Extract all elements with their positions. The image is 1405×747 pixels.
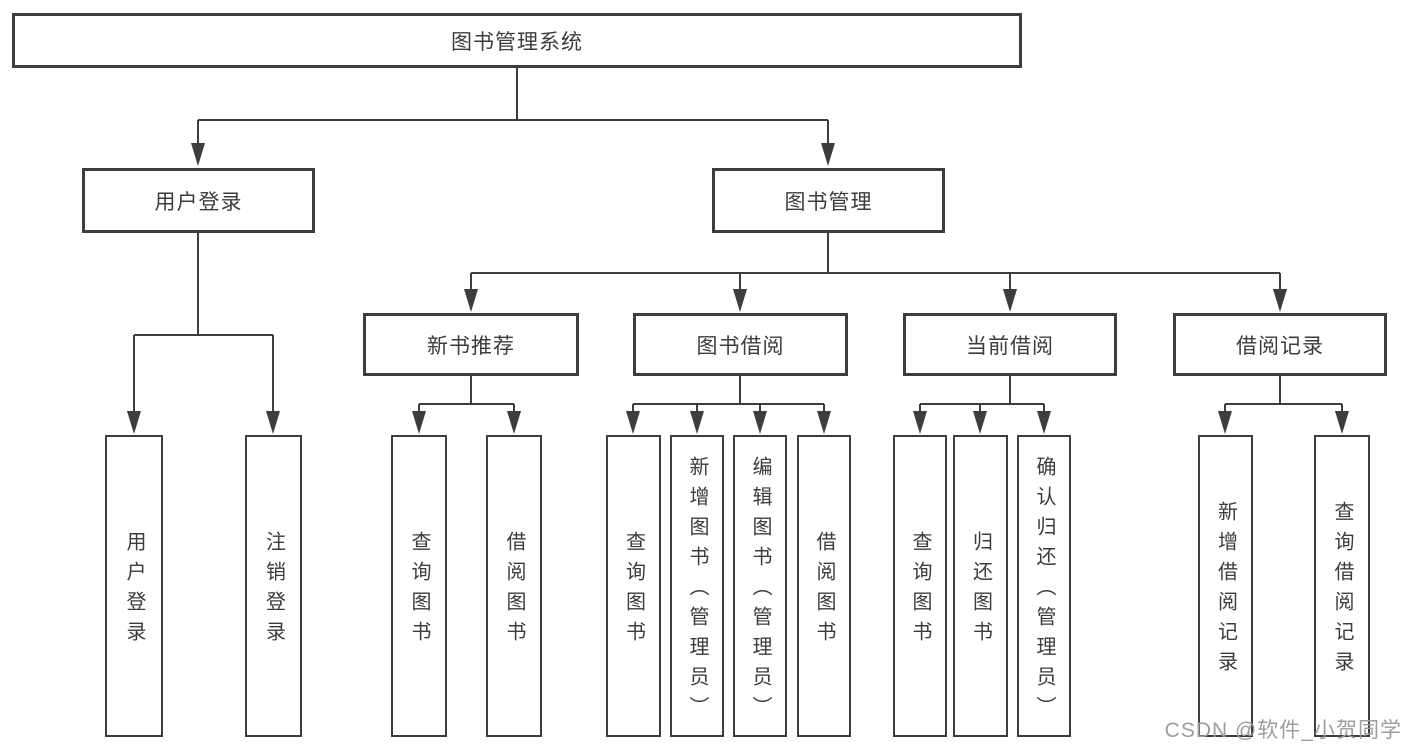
node-root-label: 图书管理系统 [451, 30, 583, 54]
arrow-down-icon [507, 411, 521, 434]
node-borrow-records: 借阅记录 [1173, 313, 1387, 376]
leaf-return-book: 归还图书 [953, 435, 1008, 737]
leaf-add-book-admin: 新增图书（管理员） [670, 435, 724, 737]
arrow-down-icon [753, 411, 767, 434]
leaf-label: 注销登录 [262, 531, 285, 651]
arrow-down-icon [690, 411, 704, 434]
leaf-borrow-books: 借阅图书 [797, 435, 851, 737]
arrow-down-icon [913, 411, 927, 434]
leaf-label: 查询图书 [622, 531, 645, 651]
node-root: 图书管理系统 [12, 13, 1022, 68]
leaf-edit-book-admin: 编辑图书（管理员） [733, 435, 787, 737]
arrow-down-icon [464, 289, 478, 312]
connector-root-to-level2 [191, 68, 835, 166]
node-book-management: 图书管理 [712, 168, 945, 233]
node-label: 借阅记录 [1236, 334, 1324, 358]
leaf-label: 查询借阅记录 [1331, 501, 1353, 681]
node-label: 新书推荐 [427, 334, 515, 358]
leaf-label: 借阅图书 [813, 531, 835, 651]
node-book-borrow: 图书借阅 [633, 313, 848, 376]
leaf-query-books-recommend: 查询图书 [391, 435, 447, 737]
leaf-query-books-borrow: 查询图书 [606, 435, 661, 737]
arrow-down-icon [973, 411, 987, 434]
leaf-logout: 注销登录 [245, 435, 302, 737]
arrow-down-icon [817, 411, 831, 434]
connector-borrow-records-to-leaves [1218, 376, 1349, 434]
arrow-down-icon [127, 411, 141, 434]
connector-book-borrow-to-leaves [626, 376, 831, 434]
arrow-down-icon [1273, 289, 1287, 312]
leaf-borrow-books-recommend: 借阅图书 [486, 435, 542, 737]
arrow-down-icon [1003, 289, 1017, 312]
leaf-label: 查询图书 [909, 531, 931, 651]
leaf-label: 用户登录 [123, 531, 145, 651]
node-label: 图书管理 [784, 190, 873, 214]
arrow-down-icon [412, 411, 426, 434]
arrow-down-icon [626, 411, 640, 434]
watermark: CSDN @软件_小贺同学 [1164, 719, 1402, 742]
connector-new-book-to-leaves [412, 376, 521, 434]
node-label: 图书借阅 [696, 334, 785, 358]
arrow-down-icon [266, 411, 280, 434]
connector-current-borrow-to-leaves [913, 376, 1051, 434]
arrow-down-icon [1335, 411, 1349, 434]
leaf-query-books-current: 查询图书 [893, 435, 947, 737]
leaf-label: 编辑图书（管理员） [749, 456, 771, 726]
arrow-down-icon [733, 289, 747, 312]
leaf-label: 归还图书 [969, 531, 992, 651]
leaf-label: 借阅图书 [503, 531, 525, 651]
connector-book-management-to-level3 [464, 233, 1287, 312]
leaf-confirm-return-admin: 确认归还（管理员） [1017, 435, 1071, 737]
arrow-down-icon [821, 143, 835, 166]
leaf-label: 新增图书（管理员） [686, 456, 708, 726]
leaf-label: 查询图书 [408, 531, 430, 651]
arrow-down-icon [1218, 411, 1232, 434]
connector-user-login-to-leaves [127, 233, 280, 434]
node-new-book-recommend: 新书推荐 [363, 313, 579, 376]
node-current-borrow: 当前借阅 [903, 313, 1117, 376]
node-label: 用户登录 [154, 190, 243, 214]
arrow-down-icon [191, 143, 205, 166]
arrow-down-icon [1037, 411, 1051, 434]
leaf-add-borrow-record: 新增借阅记录 [1198, 435, 1253, 737]
leaf-label: 确认归还（管理员） [1033, 456, 1055, 726]
node-label: 当前借阅 [966, 334, 1054, 358]
leaf-label: 新增借阅记录 [1214, 501, 1237, 681]
node-user-login: 用户登录 [82, 168, 315, 233]
leaf-user-login: 用户登录 [105, 435, 163, 737]
leaf-query-borrow-record: 查询借阅记录 [1314, 435, 1370, 737]
